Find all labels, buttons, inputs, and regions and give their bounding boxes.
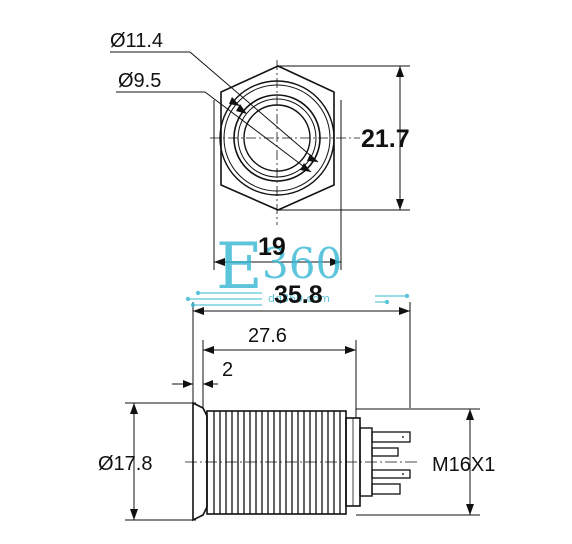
terminal-pin-2 bbox=[371, 447, 399, 457]
dim-m16x1 bbox=[356, 408, 480, 516]
label-flange-2: 2 bbox=[222, 359, 233, 381]
label-thread-m16x1: M16X1 bbox=[432, 454, 495, 476]
threaded-body bbox=[206, 410, 347, 515]
terminal-pin-3 bbox=[371, 469, 411, 479]
terminal-pin-4 bbox=[371, 483, 401, 495]
top-view-front bbox=[210, 60, 360, 225]
thread-lines bbox=[213, 411, 341, 514]
switch-head-flange bbox=[192, 401, 208, 522]
dim-21-7 bbox=[278, 65, 410, 211]
label-diameter-17-8: Ø17.8 bbox=[98, 453, 152, 475]
diameter-leaders bbox=[110, 51, 319, 173]
label-diameter-11-4: Ø11.4 bbox=[110, 30, 163, 52]
terminal-pins bbox=[371, 431, 411, 495]
terminal-pin-1 bbox=[371, 431, 411, 443]
label-length-35-8: 35.8 bbox=[274, 281, 323, 309]
watermark-digits: 360 bbox=[262, 239, 342, 288]
label-diameter-9-5: Ø9.5 bbox=[118, 70, 161, 92]
dim-19 bbox=[213, 100, 342, 270]
dim-17-8 bbox=[125, 402, 196, 521]
circuit-lines-decoration bbox=[185, 290, 410, 308]
dim-35-8 bbox=[192, 302, 411, 410]
arrowheads bbox=[130, 66, 474, 520]
label-width-19: 19 bbox=[258, 233, 286, 261]
watermark-logo: E 360 dq360.com bbox=[185, 230, 410, 308]
watermark-letter: E bbox=[216, 230, 263, 304]
watermark-domain: dq360.com bbox=[268, 292, 330, 305]
label-length-27-6: 27.6 bbox=[248, 325, 287, 347]
label-height-21-7: 21.7 bbox=[361, 125, 410, 153]
